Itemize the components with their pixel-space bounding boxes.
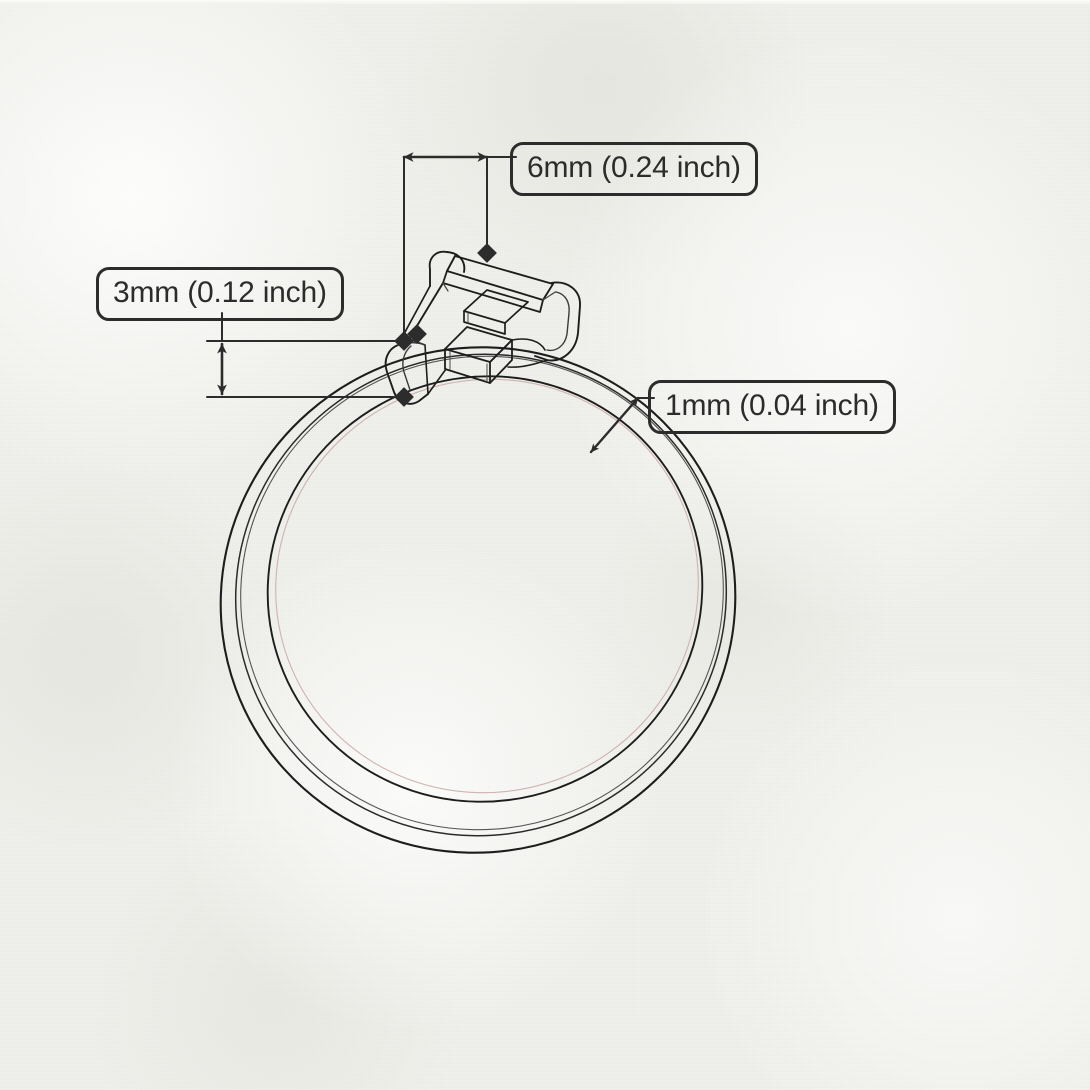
ring-band-face-line-a xyxy=(234,353,728,837)
hook-right-cap xyxy=(542,291,557,301)
hook-right-outline xyxy=(534,281,581,362)
ring-band xyxy=(219,346,737,854)
clasp-box-lower-front xyxy=(444,348,491,384)
callout-label-1mm[interactable]: 1mm (0.04 inch) xyxy=(648,380,896,434)
anchor-diamond-3mm-lower xyxy=(394,387,414,407)
clasp-top-plate-thickness xyxy=(442,270,544,313)
anchor-diamond-3mm-upper xyxy=(394,331,414,351)
callout-3mm-text: 3mm (0.12 inch) xyxy=(113,276,327,309)
hook-left-upper-body xyxy=(446,251,466,273)
clasp-box-lower-side xyxy=(489,339,513,384)
anchor-diamond-6mm-left xyxy=(407,324,427,344)
ring-band-face-line-b xyxy=(240,355,724,831)
anchor-diamond-6mm-top xyxy=(477,243,497,263)
hook-right-notch xyxy=(511,338,546,351)
callout-label-6mm[interactable]: 6mm (0.24 inch) xyxy=(510,142,758,196)
callout-1mm-text: 1mm (0.04 inch) xyxy=(665,389,879,422)
clasp-box-upper-top xyxy=(463,289,529,324)
hook-right-bottom-tail xyxy=(507,359,548,368)
dimension-6mm xyxy=(402,152,517,344)
clasp-connector-block xyxy=(384,250,581,405)
hook-left-lower-back xyxy=(424,344,429,395)
hook-right-inner-curve xyxy=(546,291,570,352)
ring-outer-edge xyxy=(219,346,737,854)
hook-left-upper xyxy=(428,250,448,287)
clasp-box-upper-wall xyxy=(463,310,506,335)
callout-6mm-text: 6mm (0.24 inch) xyxy=(527,151,741,184)
ring-inner-edge xyxy=(266,375,704,803)
clasp-base-ledge xyxy=(427,368,447,395)
arrow-1mm xyxy=(589,396,640,454)
dimension-3mm xyxy=(206,312,414,407)
ring-inner-highlight xyxy=(275,378,699,794)
dimension-1mm xyxy=(589,396,655,454)
callout-label-3mm[interactable]: 3mm (0.12 inch) xyxy=(96,267,344,321)
hook-left-lower-inner xyxy=(402,345,412,391)
hook-left-lower-outline xyxy=(384,344,429,405)
clasp-base-ledge-2 xyxy=(442,282,449,292)
